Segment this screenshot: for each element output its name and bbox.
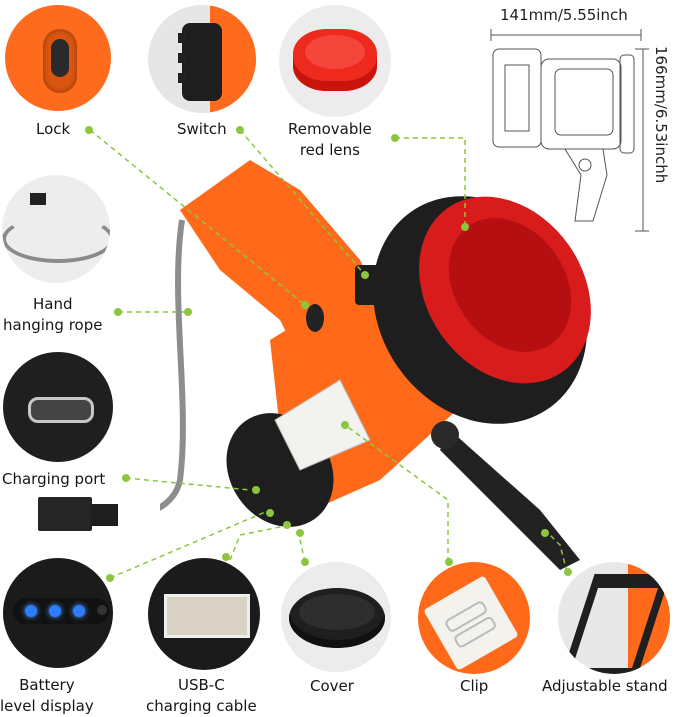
spotlight-product-image	[160, 160, 591, 570]
dimension-width-label: 141mm/5.55inch	[500, 6, 628, 24]
rope-label: Hand hanging rope	[3, 295, 103, 334]
usb-a-port-icon	[164, 594, 250, 638]
dimension-line-drawing	[490, 29, 649, 232]
stand-label: Adjustable stand	[542, 677, 668, 695]
lens-label: Removable red lens	[288, 120, 372, 159]
usb-detail-image	[148, 558, 260, 670]
clip-label: Clip	[460, 677, 489, 695]
usb-c-port-icon	[28, 397, 94, 423]
rope-icon	[30, 193, 46, 205]
lock-label: Lock	[36, 120, 71, 138]
charging-port-detail-image	[3, 352, 113, 462]
stand-detail-image	[558, 562, 670, 674]
battery-label: Battery level display	[0, 676, 94, 715]
clip-detail-image	[418, 562, 530, 674]
lock-slider-icon	[43, 29, 77, 93]
charging-port-label: Charging port	[2, 470, 106, 488]
switch-detail-image	[148, 5, 256, 113]
dimension-height-label: 166mm/6.53inchh	[652, 46, 670, 184]
battery-detail-image	[3, 558, 113, 668]
lock-detail-image	[5, 5, 111, 111]
switch-button-icon	[178, 23, 222, 101]
red-lens-detail-image	[279, 5, 391, 117]
rope-detail-image	[2, 175, 110, 283]
red-lens-icon	[293, 29, 377, 91]
lock-callout-dot	[85, 126, 93, 134]
cable-connector	[38, 497, 92, 531]
battery-leds-icon	[13, 598, 109, 624]
switch-label: Switch	[177, 120, 227, 138]
usb-label: USB-C charging cable	[146, 676, 257, 715]
cover-label: Cover	[310, 677, 354, 695]
cover-detail-image	[281, 562, 391, 672]
cover-cap-icon	[289, 588, 385, 648]
belt-clip-icon	[423, 575, 519, 671]
